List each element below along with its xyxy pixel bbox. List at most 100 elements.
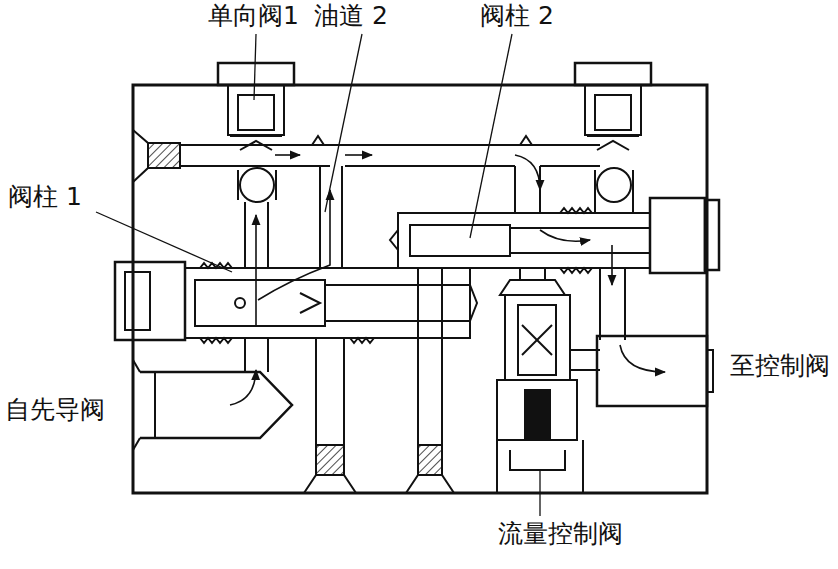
- drilling-part: [417, 268, 419, 445]
- check-valve-1-part: [240, 168, 274, 202]
- check-valve-2-part: [632, 170, 634, 213]
- spool-2-part: [560, 208, 592, 213]
- spool-2-part: [510, 227, 650, 229]
- flow-arrows-part: [255, 215, 257, 325]
- flow-arrows-part: [620, 345, 665, 372]
- pilot-port: [133, 360, 292, 450]
- part-label: 流量控制阀: [496, 520, 625, 549]
- spool-1: [115, 262, 477, 343]
- spool-1-part: [200, 338, 232, 343]
- spool-1-part: [185, 268, 470, 338]
- control-port: [597, 336, 713, 406]
- flow-control-valve-part: [518, 305, 556, 375]
- pilot-passage-part: [244, 338, 246, 372]
- leader-lines: [96, 34, 540, 516]
- check-valve-2-part: [597, 168, 631, 202]
- spool-1-part: [300, 293, 320, 313]
- flow-arrows-part: [230, 370, 256, 405]
- top-oil-channel-part: [520, 136, 532, 145]
- check-valve-2-part: [575, 63, 651, 85]
- flow-control-valve-part: [570, 369, 600, 371]
- top-oil-channel-part: [180, 165, 330, 167]
- pilot-passage-part: [244, 202, 246, 268]
- flow-arrows-part: [275, 154, 300, 156]
- check-valve-1-part: [237, 170, 239, 200]
- flow-control-valve-part: [525, 390, 550, 440]
- drilling: [406, 166, 540, 493]
- top-oil-channel-part: [148, 143, 180, 168]
- check-valve-1-part: [240, 141, 272, 150]
- top-oil-channel-part: [133, 130, 148, 182]
- spool-2-part: [510, 252, 650, 254]
- oil-channel-2-part: [315, 338, 317, 445]
- pilot-passage: [245, 202, 268, 372]
- check-valve-2-part: [585, 85, 641, 135]
- top-oil-channel-part: [312, 136, 324, 145]
- part-label: 油道 2: [312, 2, 390, 31]
- check-valve-2-part: [594, 170, 596, 213]
- spool-1-part: [115, 262, 185, 340]
- top-oil-channel: [133, 130, 600, 182]
- pilot-port-part: [140, 372, 292, 438]
- spool-2-part: [650, 198, 705, 273]
- flow-control-valve-part: [510, 450, 565, 470]
- check-valve-1-part: [230, 135, 282, 137]
- flow-arrows-part: [515, 155, 540, 190]
- leader-lines-part: [470, 34, 512, 238]
- flow-control-valve: [497, 268, 600, 493]
- spool-2-part: [705, 200, 719, 270]
- spool-1-part: [325, 284, 470, 286]
- drilling-part: [514, 166, 516, 213]
- leader-lines-part: [539, 470, 540, 516]
- leader-lines-part: [96, 212, 232, 272]
- spool-1-part: [235, 298, 245, 308]
- check-valve-1-part: [218, 63, 294, 85]
- spool-2-part: [390, 230, 398, 250]
- check-valve-1-part: [228, 85, 284, 135]
- flow-arrows: [230, 155, 665, 405]
- leader-lines-part: [254, 34, 256, 100]
- leader-lines-part: [325, 34, 362, 212]
- check-valve-2-part: [595, 95, 631, 130]
- oil-channel-2-part: [319, 166, 321, 268]
- flow-control-valve-part: [505, 295, 570, 380]
- control-passage-part: [599, 268, 601, 340]
- check-valve-2-part: [597, 141, 629, 150]
- pilot-port-part: [154, 372, 156, 438]
- check-valve-2: [575, 63, 651, 213]
- control-passage-part: [624, 268, 626, 340]
- flow-control-valve-part: [570, 349, 600, 351]
- spool-2: [390, 198, 719, 273]
- pilot-port-part: [133, 438, 140, 450]
- spool-1-part: [470, 285, 477, 321]
- part-label: 自先导阀: [3, 396, 107, 425]
- valve-housing-part: [133, 85, 707, 493]
- flow-control-valve-part: [544, 268, 546, 280]
- flow-control-valve-part: [522, 325, 552, 355]
- check-valve-2-part: [587, 135, 639, 137]
- flow-control-valve-part: [519, 268, 521, 280]
- valve-housing: [133, 85, 707, 493]
- spool-1-part: [350, 338, 374, 343]
- oil-channel-2-part: [343, 338, 345, 445]
- spool-2-part: [560, 268, 592, 273]
- pilot-passage-part: [267, 202, 269, 268]
- flow-control-valve-part: [500, 280, 565, 295]
- top-oil-channel-part: [180, 144, 600, 146]
- top-oil-channel-part: [540, 165, 600, 167]
- flow-arrows-part: [611, 245, 613, 285]
- spool-2-part: [410, 225, 510, 256]
- spool-1-part: [125, 272, 150, 330]
- part-label: 阀柱 1: [6, 183, 84, 212]
- check-valve-1-part: [275, 170, 277, 200]
- drilling-part: [441, 268, 443, 445]
- flow-arrows-part: [258, 190, 330, 300]
- part-label: 阀柱 2: [478, 2, 556, 31]
- spool-1-part: [195, 280, 325, 326]
- top-oil-channel-part: [345, 165, 515, 167]
- oil-channel-2-part: [341, 166, 343, 268]
- drilling-part: [406, 475, 454, 493]
- drilling-part: [418, 445, 442, 475]
- flow-control-valve-part: [497, 380, 577, 440]
